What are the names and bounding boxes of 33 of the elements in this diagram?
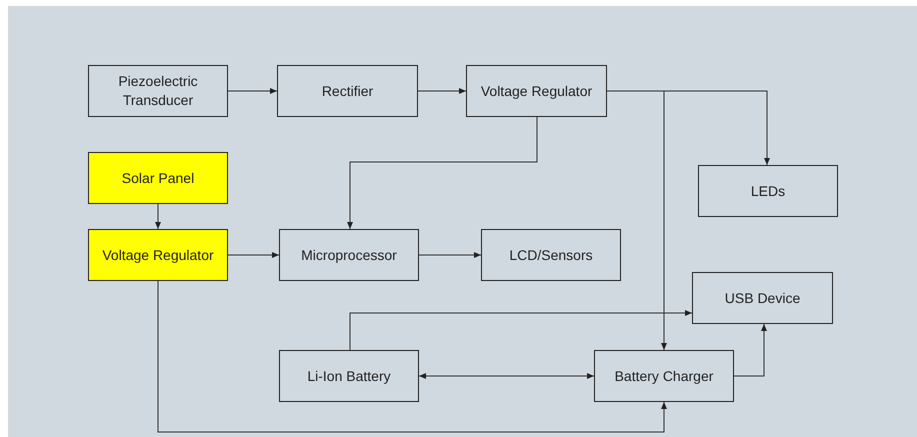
box-label: Piezoelectric Transducer [117,72,199,110]
arrow [606,90,667,350]
process-box [481,229,621,281]
arrow [734,324,767,376]
arrow [228,252,280,258]
process-box [88,65,228,117]
arrow [350,310,692,350]
arrow [418,88,466,94]
arrow [228,88,278,94]
box-label: LEDs [750,182,786,200]
box-label: Solar Panel [122,168,194,188]
arrow [418,373,594,379]
process-box [692,272,833,324]
arrow [418,252,482,258]
arrow [158,280,667,432]
arrow [155,204,161,230]
process-box [279,229,419,281]
process-box [88,229,228,281]
box-label: Voltage Regulator [102,246,214,264]
box-label: USB Device [724,288,800,308]
process-box [698,165,838,217]
process-box [466,65,607,117]
box-label: LCD/Sensors [509,246,593,264]
process-box [277,65,418,117]
process-box [594,350,734,402]
box-label: Microprocessor [301,246,397,264]
box-label: Rectifier [322,82,374,100]
process-box [279,350,419,402]
box-label: Battery Charger [614,366,714,386]
process-box [88,152,228,204]
box-label: Voltage Regulator [480,82,592,100]
arrow [347,116,538,230]
box-label: Li-Ion Battery [307,366,391,386]
